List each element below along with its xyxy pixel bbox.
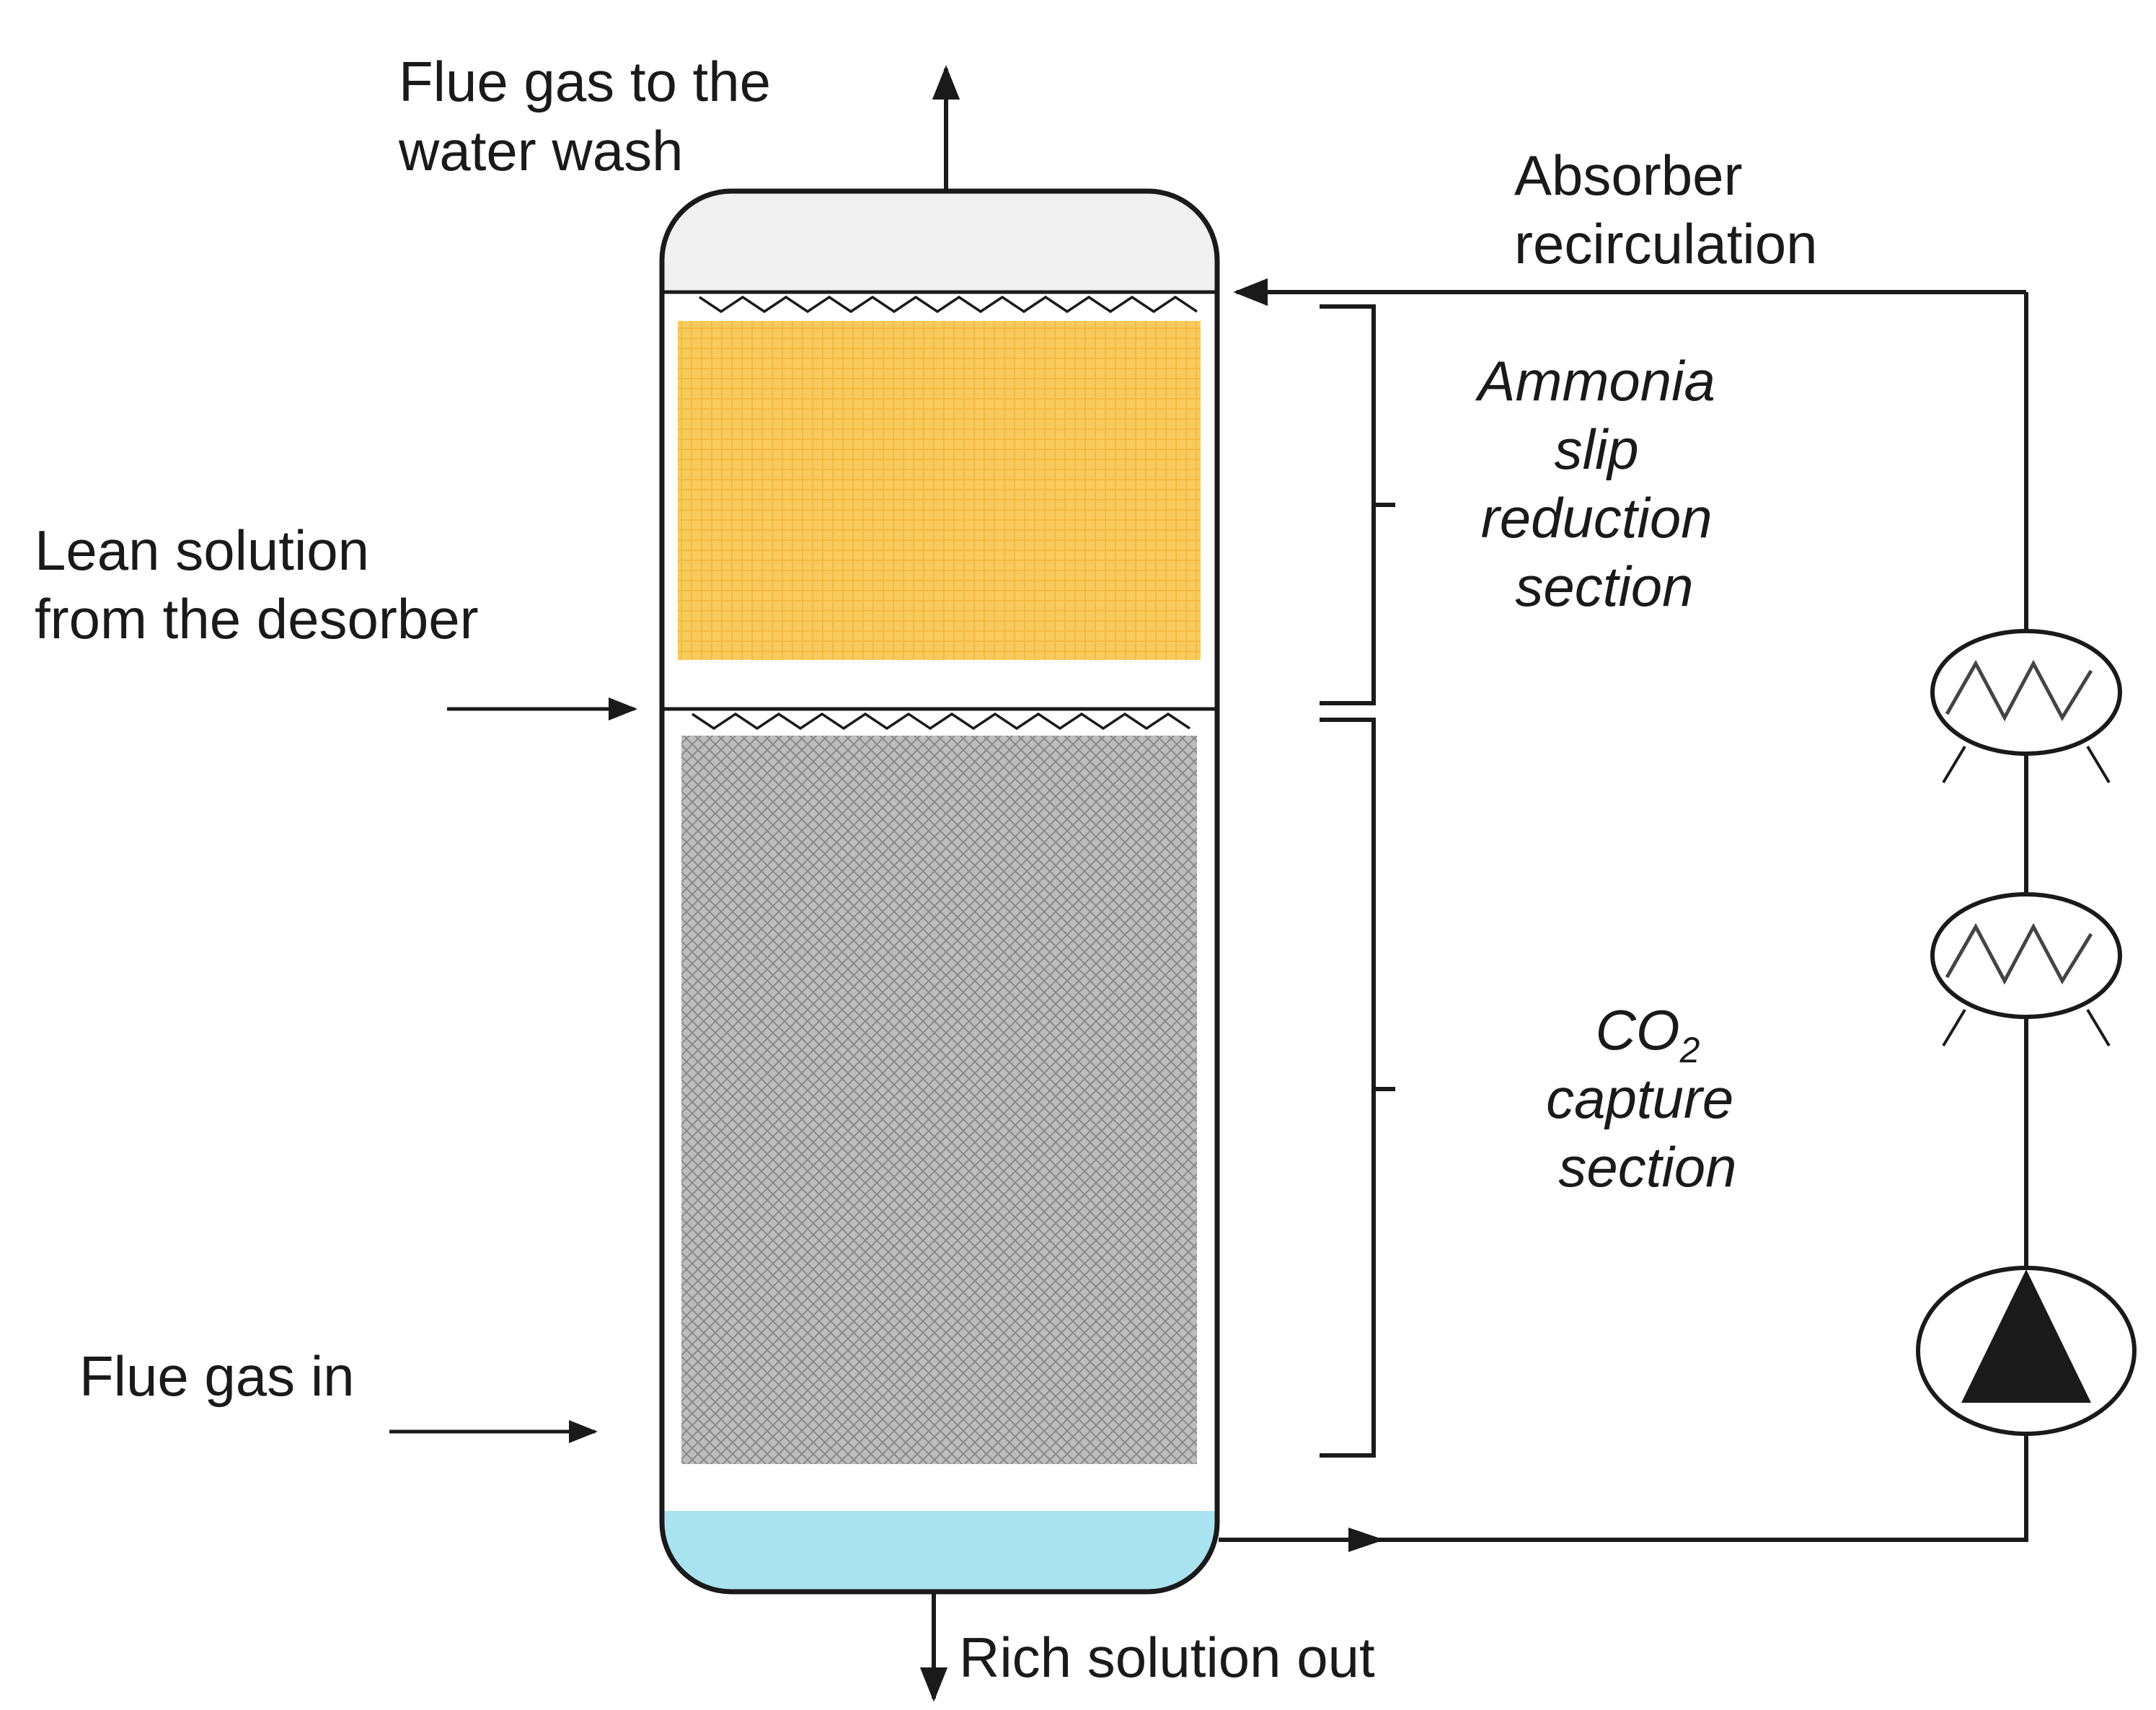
ammonia-packing-bed — [678, 321, 1201, 660]
heat-exchanger-icon — [1930, 892, 2122, 1047]
column-top-space — [662, 191, 1217, 292]
top-spray-nozzles — [699, 295, 1198, 314]
co2-section-label: capture section — [1546, 1067, 1749, 1199]
rich-solution-out-label: Rich solution out — [959, 1626, 1375, 1689]
heat-exchanger-icon — [1930, 629, 2122, 784]
absorber-column — [659, 188, 1220, 1595]
liquid-sump — [662, 1511, 1217, 1592]
lean-solution-label: Lean solution from the desorber — [35, 519, 479, 651]
recirculation-flow-arrowhead — [1348, 1528, 1384, 1552]
co2-section-title: CO2 — [1596, 998, 1700, 1070]
co2-section-bracket — [1320, 718, 1376, 1458]
middle-spray-nozzles — [692, 712, 1190, 731]
pump-icon — [1916, 1266, 2137, 1436]
recirculation-line-bottom — [1219, 1432, 2028, 1542]
ammonia-section-label: Ammonia slip reduction section — [1475, 349, 1731, 618]
column-interior — [662, 191, 1217, 1592]
flue-gas-in-label: Flue gas in — [79, 1344, 355, 1408]
ammonia-section-bracket — [1320, 304, 1376, 705]
flue-gas-out-label: Flue gas to the water wash — [398, 50, 787, 182]
absorber-recirculation-label: Absorber recirculation — [1514, 144, 1818, 276]
co2-packing-bed — [681, 736, 1197, 1464]
